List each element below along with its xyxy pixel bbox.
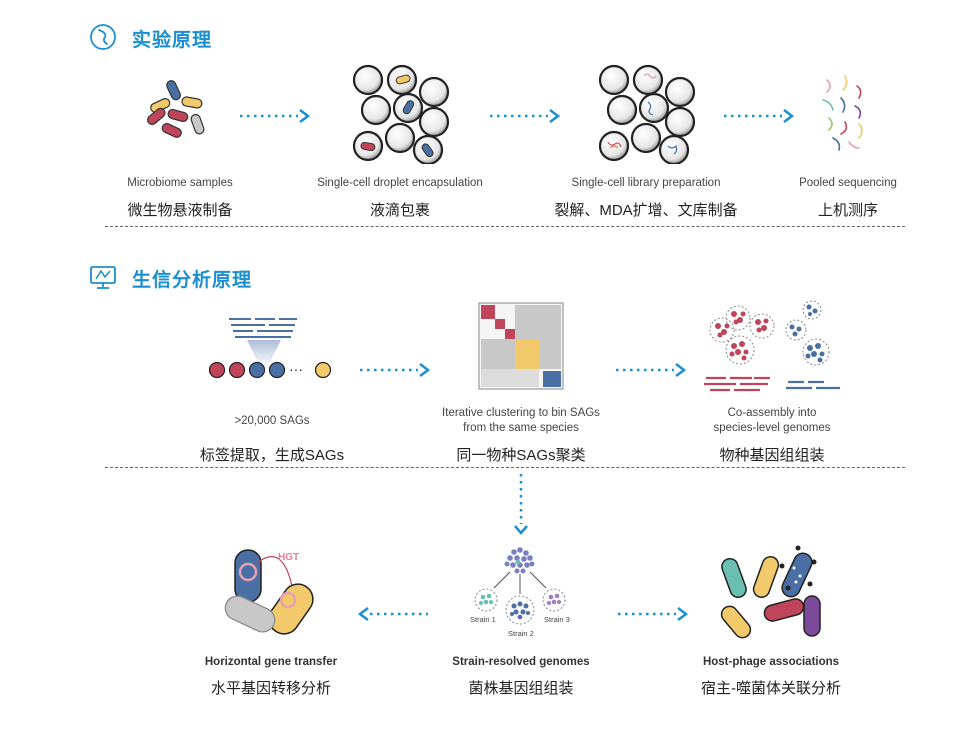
coassembly-cn: 物种基因组组装: [719, 447, 825, 464]
step2-en: Single-cell droplet encapsulation: [317, 177, 483, 189]
step1-cn: 微生物悬液制备: [127, 202, 233, 219]
arrow-4: [360, 363, 430, 377]
section1-title: 实验原理: [132, 30, 213, 51]
hgt-text: HGT: [278, 552, 299, 563]
step1-en: Microbiome samples: [127, 177, 233, 189]
strain1-label: Strain 1: [470, 615, 496, 624]
arrow-right: [618, 607, 688, 621]
host-phage-illustration: [720, 545, 821, 639]
divider-1: [105, 226, 905, 227]
step4-cn: 上机测序: [817, 202, 879, 219]
pooled-sequencing-illustration: [822, 75, 863, 151]
host-phage-cn: 宿主-噬菌体关联分析: [701, 680, 841, 697]
section2-icon: [90, 266, 116, 289]
microbiome-samples-illustration: [147, 80, 205, 138]
arrow-down: [514, 474, 528, 535]
coassembly-en-line2: species-level genomes: [713, 422, 831, 434]
droplet-encapsulation-illustration: [352, 64, 450, 164]
strain-resolved-illustration: Strain 1 Strain 2 Strain 3: [470, 547, 570, 638]
sag-count-en: >20,000 SAGs: [234, 415, 310, 427]
divider-2: [105, 467, 905, 468]
sag-count-cn: 标签提取，生成SAGs: [199, 447, 345, 464]
arrow-3: [724, 109, 794, 123]
step4-en: Pooled sequencing: [799, 177, 897, 189]
arrow-5: [616, 363, 686, 377]
hgt-en: Horizontal gene transfer: [204, 656, 338, 668]
arrow-2: [490, 109, 560, 123]
ellipsis-text: ···: [289, 361, 303, 377]
arrow-left: [358, 607, 428, 621]
clustering-en-line1: Iterative clustering to bin SAGs: [442, 407, 600, 419]
step3-cn: 裂解、MDA扩增、文库制备: [554, 202, 738, 219]
strain-en: Strain-resolved genomes: [452, 656, 590, 668]
clustering-matrix-illustration: [478, 302, 564, 390]
hgt-cn: 水平基因转移分析: [210, 680, 332, 697]
strain3-label: Strain 3: [544, 615, 570, 624]
host-phage-en: Host-phage associations: [702, 656, 840, 668]
clustering-en-line2: from the same species: [463, 422, 579, 434]
arrow-1: [240, 109, 310, 123]
strain-cn: 菌株基因组组装: [468, 680, 574, 697]
step3-en: Single-cell library preparation: [571, 177, 721, 189]
clustering-cn: 同一物种SAGs聚类: [456, 447, 586, 464]
library-preparation-illustration: [598, 64, 696, 164]
strain2-label: Strain 2: [508, 629, 534, 638]
coassembly-en-line1: Co-assembly into: [727, 407, 817, 419]
co-assembly-illustration: [704, 300, 840, 392]
hgt-illustration: HGT: [224, 549, 314, 635]
sag-generation-illustration: ···: [208, 318, 332, 379]
section1-icon: [90, 24, 116, 50]
step2-cn: 液滴包裹: [369, 202, 431, 219]
section2-title: 生信分析原理: [132, 270, 253, 291]
